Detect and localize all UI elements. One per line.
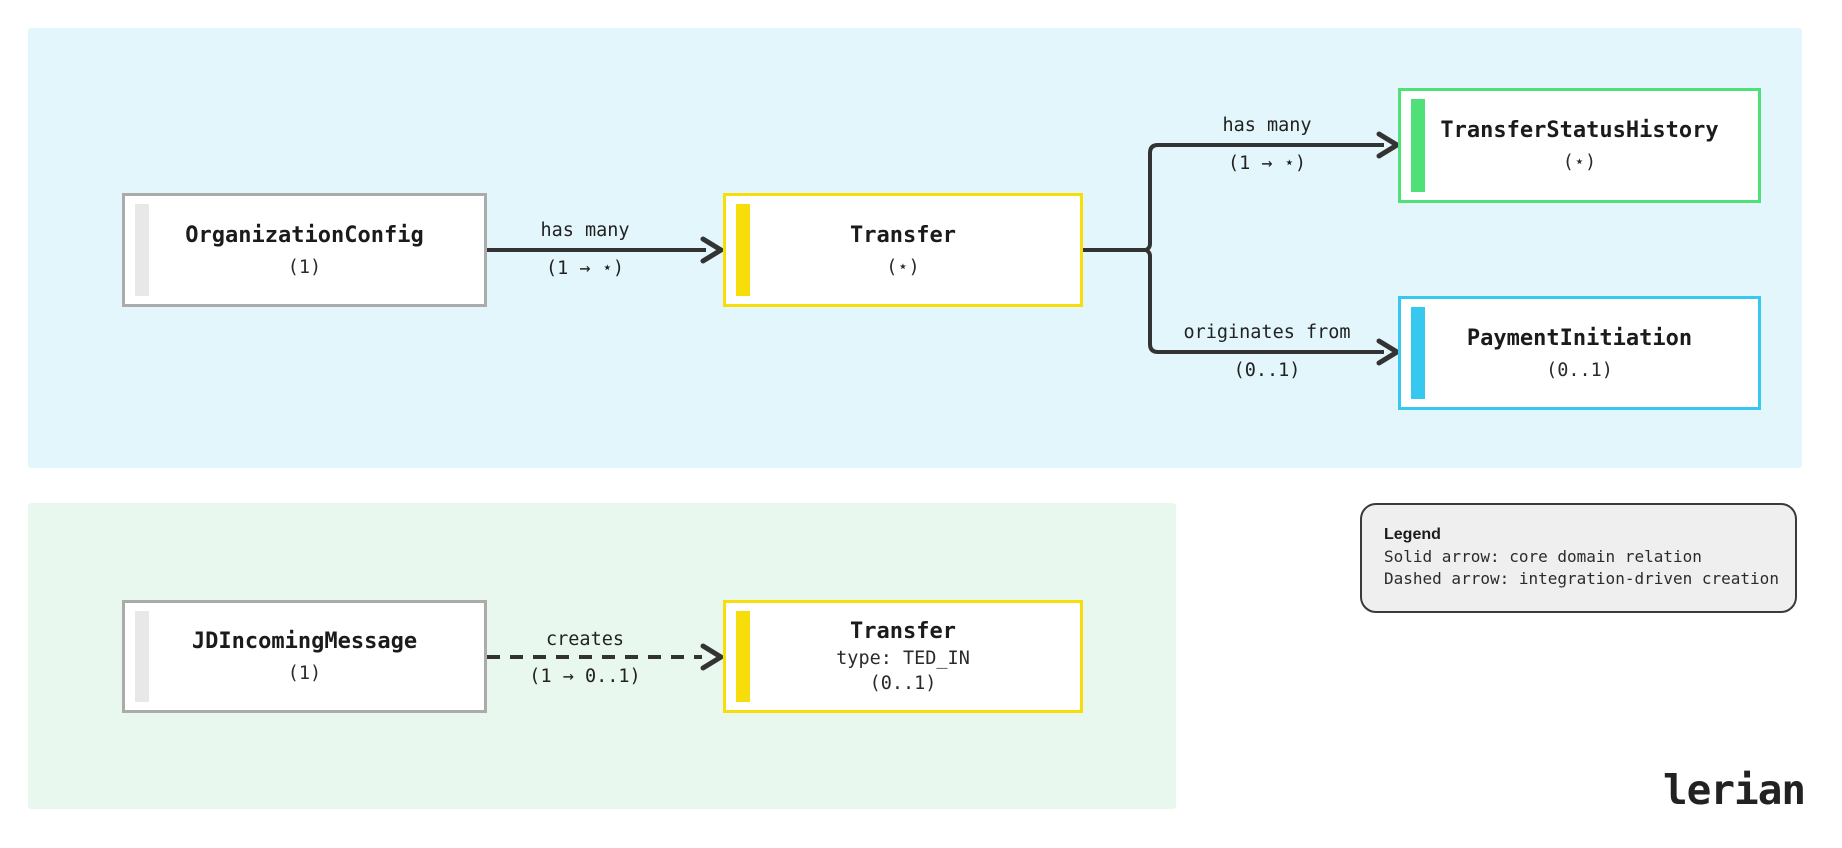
arrowhead-org-to-transfer-icon — [700, 236, 724, 264]
edge-label-transfer-to-payment-initiation: originates from — [1183, 322, 1351, 343]
entity-organization-config: OrganizationConfig (1) — [122, 193, 487, 307]
entity-title: PaymentInitiation — [1466, 325, 1693, 351]
entity-stripe — [1411, 99, 1425, 192]
entity-cardinality: (1) — [287, 663, 322, 684]
edge-cardinality-org-to-transfer: (1 → ⋆) — [546, 258, 624, 279]
arrowhead-transfer-to-payment-initiation-icon — [1376, 338, 1400, 366]
connector-transfer-to-status-history — [1145, 143, 1384, 252]
edge-cardinality-transfer-to-status-history: (1 → ⋆) — [1228, 153, 1306, 174]
entity-cardinality: (⋆) — [886, 256, 920, 278]
entity-title: TransferStatusHistory — [1440, 118, 1719, 143]
lerian-logo: lerian — [1663, 766, 1806, 814]
edge-label-jd-to-transfer: creates — [546, 629, 624, 650]
edge-label-org-to-transfer: has many — [540, 220, 630, 241]
entity-subtitle: type: TED_IN — [836, 648, 970, 669]
entity-payment-initiation: PaymentInitiation (0..1) — [1398, 296, 1761, 410]
entity-cardinality: (0..1) — [869, 673, 937, 694]
edge-cardinality-transfer-to-payment-initiation: (0..1) — [1233, 360, 1301, 381]
arrowhead-transfer-to-status-history-icon — [1376, 131, 1400, 159]
entity-stripe — [135, 611, 149, 702]
entity-transfer: Transfer (⋆) — [723, 193, 1083, 307]
entity-title: OrganizationConfig — [185, 222, 424, 248]
connector-transfer-to-payment-initiation — [1145, 248, 1384, 354]
entity-cardinality: (1) — [287, 256, 322, 278]
entity-transfer-ted-in: Transfer type: TED_IN (0..1) — [723, 600, 1083, 713]
entity-cardinality: (0..1) — [1546, 359, 1613, 381]
entity-stripe — [736, 204, 750, 296]
edge-cardinality-jd-to-transfer: (1 → 0..1) — [529, 666, 641, 687]
entity-jd-incoming-message: JDIncomingMessage (1) — [122, 600, 487, 713]
entity-cardinality: (⋆) — [1562, 152, 1597, 173]
legend: Legend Solid arrow: core domain relation… — [1360, 503, 1797, 613]
entity-stripe — [135, 204, 149, 296]
entity-title: Transfer — [850, 619, 956, 644]
edge-label-transfer-to-status-history: has many — [1222, 115, 1312, 136]
legend-line-dashed: Dashed arrow: integration-driven creatio… — [1384, 569, 1779, 588]
entity-title: Transfer — [850, 222, 956, 248]
entity-stripe — [736, 611, 750, 702]
entity-title: JDIncomingMessage — [191, 629, 418, 654]
legend-title: Legend — [1384, 526, 1441, 543]
arrowhead-jd-to-transfer-icon — [700, 643, 724, 671]
entity-transfer-status-history: TransferStatusHistory (⋆) — [1398, 88, 1761, 203]
legend-line-solid: Solid arrow: core domain relation — [1384, 547, 1702, 566]
entity-stripe — [1411, 307, 1425, 399]
